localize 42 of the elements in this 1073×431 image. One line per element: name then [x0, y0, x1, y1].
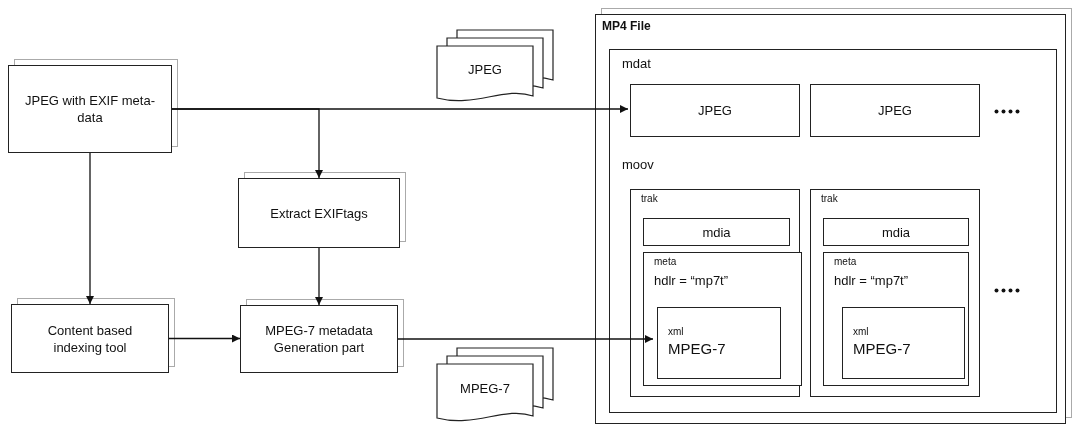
section-title: mdat: [622, 56, 651, 71]
container-title: MP4 File: [602, 19, 651, 33]
xml-box: [657, 307, 781, 379]
box: [643, 218, 790, 246]
box-label: mdia: [702, 223, 731, 241]
box: [630, 84, 800, 137]
handler-text: hdlr = “mp7t”: [834, 273, 909, 288]
meta-box: [823, 252, 969, 386]
box-title: meta: [654, 256, 677, 267]
document-label: JPEG: [468, 61, 502, 77]
box-label: MPEG-7: [853, 340, 911, 357]
box-title: meta: [834, 256, 857, 267]
box: [810, 84, 980, 137]
box-title: xml: [853, 326, 869, 337]
arrow: [168, 334, 241, 343]
section-box: [609, 49, 1057, 152]
box-label: JPEG: [878, 102, 912, 119]
box-label: mdia: [881, 223, 911, 241]
section-title: moov: [622, 157, 654, 172]
meta-box: [643, 252, 802, 386]
section-box: [609, 151, 1057, 413]
xml-box: [842, 307, 965, 379]
arrow: [171, 108, 323, 179]
box-label: JPEG: [698, 102, 732, 119]
track-box: [630, 189, 800, 397]
box-title: trak: [821, 193, 838, 204]
box-title: xml: [668, 326, 684, 337]
arrow: [86, 152, 94, 305]
box-title: trak: [641, 193, 658, 204]
document-stack: [437, 30, 555, 102]
arrow: [397, 335, 654, 343]
box-label: Extract EXIFtags: [270, 204, 368, 222]
document-label: MPEG-7: [460, 380, 510, 396]
track-box: [810, 189, 980, 397]
box-label: MPEG-7 metadata Generation part: [264, 322, 374, 356]
handler-text: hdlr = “mp7t”: [654, 273, 729, 288]
box: [823, 218, 969, 246]
box-label: Content based indexing tool: [46, 321, 134, 356]
box-label: MPEG-7: [668, 340, 726, 357]
document-stack: [437, 348, 555, 422]
arrow: [315, 247, 323, 306]
box-label: JPEG with EXIF meta-data: [23, 92, 156, 126]
